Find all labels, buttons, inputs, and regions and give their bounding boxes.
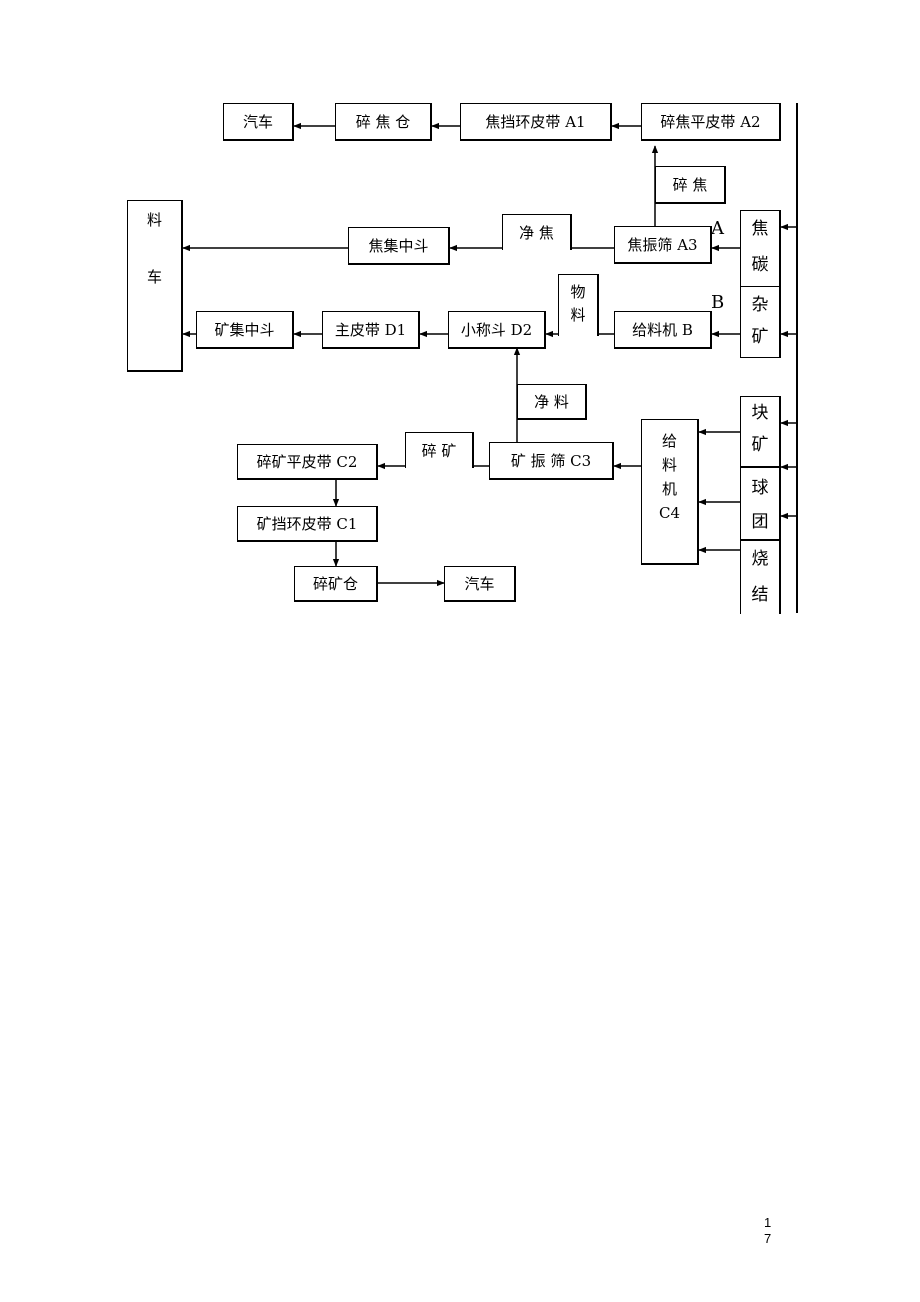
ore-belt-c1: 矿挡环皮带 C1 (237, 506, 378, 542)
feeder-c4-char-1: 给 (661, 432, 677, 450)
source-misc-ore-char-1: 杂 (751, 295, 769, 315)
source-lump-ore-char-2: 矿 (751, 435, 769, 455)
car-top: 汽车 (223, 103, 294, 141)
feeder-c4-char-2: 料 (661, 456, 677, 474)
marker-b: B (711, 292, 725, 313)
skip-car-char-1: 料 (146, 211, 162, 229)
small-weigh-hopper-d2: 小称斗 D2 (448, 311, 546, 349)
coke-belt-a1: 焦挡环皮带 A1 (460, 103, 612, 141)
supply-rail (796, 103, 798, 613)
source-sinter: 烧 结 (740, 540, 781, 614)
skip-car-char-2: 车 (146, 268, 162, 286)
crushed-coke-label: 碎 焦 (655, 166, 726, 204)
feeder-c4-char-3: 机 (661, 480, 677, 498)
page-number-line-1: 1 (764, 1215, 772, 1230)
crushed-coke-bin: 碎 焦 仓 (335, 103, 432, 141)
source-sinter-char-1: 烧 (751, 549, 769, 569)
crushed-ore-belt-c2: 碎矿平皮带 C2 (237, 444, 378, 480)
coke-screen-a3: 焦振筛 A3 (614, 226, 712, 264)
crushed-ore-bin: 碎矿仓 (294, 566, 378, 602)
source-pellet-char-2: 团 (751, 512, 769, 532)
material-char-2: 料 (570, 306, 586, 324)
coke-hopper: 焦集中斗 (348, 227, 450, 265)
feeder-c4-char-4: C4 (658, 504, 681, 522)
source-coke-carbon-char-2: 碳 (751, 255, 769, 275)
clean-coke-label: 净 焦 (502, 214, 572, 250)
material-char-1: 物 (570, 283, 586, 301)
page-number-line-2: 7 (764, 1231, 772, 1246)
source-misc-ore-char-2: 矿 (751, 327, 769, 347)
source-sinter-char-2: 结 (751, 585, 769, 605)
material-label: 物 料 (558, 274, 599, 336)
ore-hopper: 矿集中斗 (196, 311, 294, 349)
skip-car: 料 车 (127, 200, 183, 372)
source-coke-carbon: 焦 碳 (740, 210, 781, 286)
crushed-ore-label: 碎 矿 (405, 432, 474, 468)
main-belt-d1: 主皮带 D1 (322, 311, 420, 349)
crushed-coke-belt-a2: 碎焦平皮带 A2 (641, 103, 781, 141)
feeder-b: 给料机 B (614, 311, 712, 349)
source-pellet-char-1: 球 (751, 478, 769, 498)
ore-screen-c3: 矿 振 筛 C3 (489, 442, 614, 480)
car-bottom: 汽车 (444, 566, 516, 602)
feeder-c4: 给 料 机 C4 (641, 419, 699, 565)
source-lump-ore-char-1: 块 (751, 403, 769, 423)
source-coke-carbon-char-1: 焦 (751, 219, 769, 239)
marker-a: A (711, 218, 724, 239)
source-lump-ore: 块 矿 (740, 396, 781, 468)
source-pellet: 球 团 (740, 468, 781, 540)
clean-material-label: 净 料 (517, 384, 587, 420)
source-misc-ore: 杂 矿 (740, 286, 781, 358)
